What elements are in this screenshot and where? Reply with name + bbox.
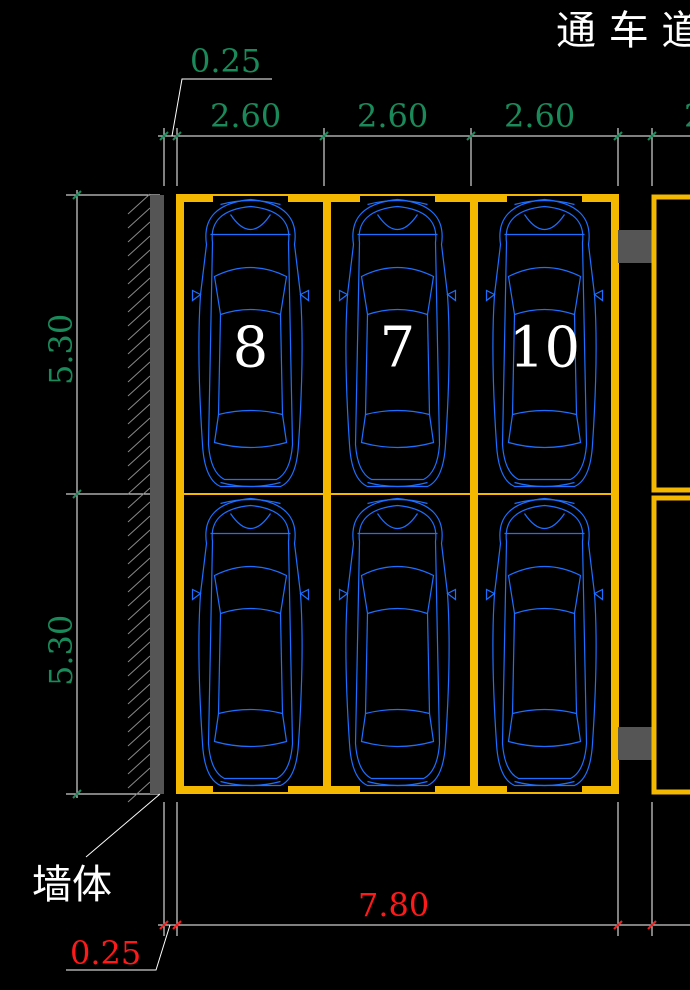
parking-stall: 8 — [176, 194, 325, 495]
car-icon — [338, 198, 457, 488]
parking-stall — [176, 493, 325, 794]
drive-aisle-title: 通 车 道 — [556, 8, 690, 54]
car-icon — [191, 198, 310, 488]
parking-stall: 10 — [470, 194, 619, 495]
wall-thickness-top-label: 0.25 — [190, 42, 261, 80]
car-icon — [338, 497, 457, 787]
top-dimension-ticks — [159, 131, 657, 141]
parking-spot-number: 7 — [380, 316, 416, 381]
bottom-dimension-ticks — [159, 920, 657, 930]
top-dimension-line — [158, 128, 690, 186]
parking-stall — [323, 493, 472, 794]
parking-stall: 7 — [323, 194, 472, 495]
wall-thickness-bottom-leader — [66, 924, 171, 971]
wall — [150, 195, 164, 794]
bay-depth-label-2: 5.30 — [42, 615, 80, 686]
car-icon — [191, 497, 310, 787]
bay-width-label-1: 2.60 — [210, 97, 281, 135]
bottom-dimension-line — [158, 802, 690, 936]
wall-thickness-top-leader — [171, 78, 272, 137]
parking-spot-number: 10 — [509, 316, 580, 381]
wall-leader — [85, 793, 161, 858]
left-dimension-ticks — [72, 190, 82, 799]
wall-thickness-bottom-label: 0.25 — [70, 934, 141, 972]
total-width-label: 7.80 — [358, 886, 429, 924]
car-icon — [485, 497, 604, 787]
parking-stalls: 8 7 10 — [176, 194, 619, 794]
wall-hatch — [127, 193, 151, 803]
bay-width-label-3: 2.60 — [504, 97, 575, 135]
bay-depth-label-1: 5.30 — [42, 314, 80, 385]
wall-label: 墙体 — [32, 862, 112, 908]
bay-width-label-4-partial: 2 — [684, 97, 690, 135]
parking-spot-number: 8 — [233, 316, 269, 381]
car-icon — [485, 198, 604, 488]
next-block-partial — [618, 194, 690, 795]
parking-stall — [470, 493, 619, 794]
bay-width-label-2: 2.60 — [357, 97, 428, 135]
